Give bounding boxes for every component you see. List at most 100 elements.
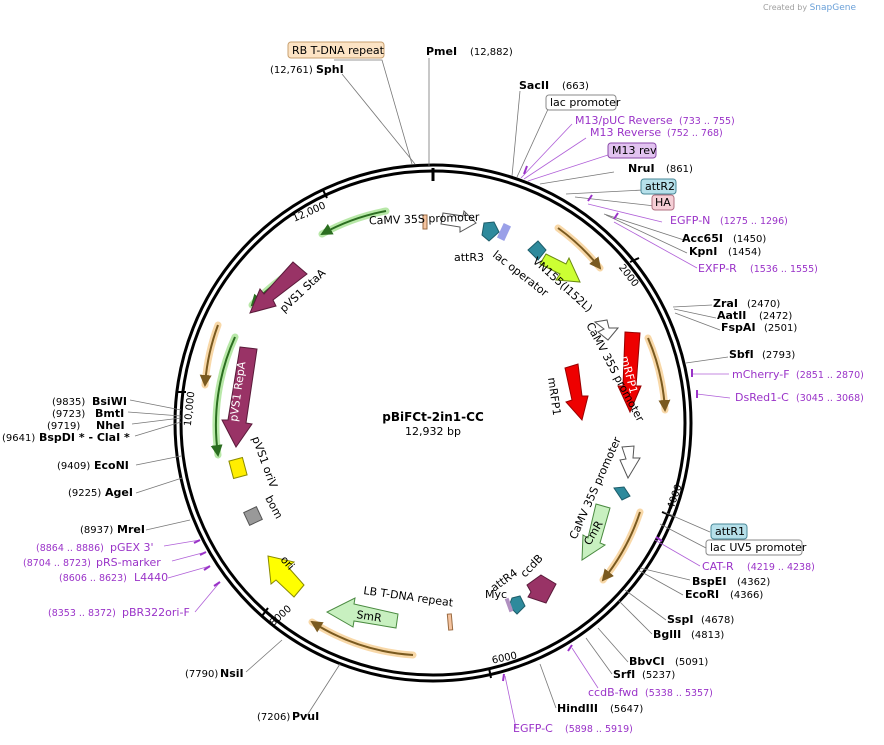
enzyme-bsiwi-pos: (9835) — [52, 397, 85, 408]
pvs1-repa-arrow — [221, 346, 258, 448]
primer-prs-marker-pos: (8704 .. 8723) — [23, 558, 91, 569]
box-attR2 — [640, 178, 677, 195]
lac-promoter-label: lac promoter — [550, 96, 621, 109]
enzyme-pvui-pos: (7206) — [257, 712, 290, 723]
pvs1-staa-arrow — [249, 261, 308, 314]
primer-m13-puc-reverse: M13/pUC Reverse — [575, 114, 673, 127]
primer-dsred1-c-pos: (3045 .. 3068) — [796, 393, 864, 404]
label-camv35s-1: CaMV 35S promoter — [369, 211, 480, 228]
label-smr: SmR — [356, 608, 383, 625]
enzyme-hindiii: HindIII — [557, 702, 598, 715]
box-lac-uv5 — [705, 539, 803, 556]
primer-labels: M13/pUC Reverse (733 .. 755) M13 Reverse… — [23, 114, 864, 735]
enzyme-bspei: BspEI — [692, 575, 726, 588]
mrfp1-arrow-1 — [617, 331, 642, 414]
snapgene-logo: SnapGene — [809, 3, 856, 13]
ha-label: HA — [655, 196, 671, 209]
enzyme-zrai: ZraI — [713, 297, 738, 310]
ori-arrow — [267, 555, 305, 598]
label-attR3: attR3 — [454, 251, 484, 264]
enzyme-nrui: NruI — [628, 162, 655, 175]
enzyme-kpni-pos: (1454) — [728, 247, 761, 258]
camv35s-promoter-arrow-1 — [440, 209, 477, 233]
attR3-shape — [481, 221, 500, 242]
enzyme-nhei: NheI — [96, 419, 125, 432]
enzyme-pmei: PmeI — [426, 45, 457, 58]
enzyme-sbfi: SbfI — [729, 348, 754, 361]
ruler-6000: 6000 — [491, 651, 518, 667]
vn155-arrow — [539, 253, 581, 283]
primer-cat-r-pos: (4219 .. 4238) — [747, 562, 815, 573]
primer-pbr322ori-f-pos: (8353 .. 8372) — [48, 608, 116, 619]
enzyme-sspi: SspI — [667, 613, 693, 626]
bom-shape — [243, 506, 263, 526]
enzyme-nsii: NsiI — [220, 667, 244, 680]
enzyme-nhei-pos: (9719) — [47, 421, 80, 432]
enzyme-ecori: EcoRI — [685, 588, 719, 601]
primer-egfp-n: EGFP-N — [670, 214, 710, 227]
m13-rev-label: M13 rev — [612, 144, 657, 157]
primer-ccdb-fwd-pos: (5338 .. 5357) — [645, 688, 713, 699]
attR2-shape — [527, 240, 547, 261]
lac-operator-shape — [496, 223, 512, 241]
label-lb-tdna-repeat: LB T-DNA repeat — [363, 584, 455, 610]
enzyme-aatii-pos: (2472) — [759, 311, 792, 322]
enzyme-sphi-pos: (12,761) — [270, 65, 313, 76]
enzyme-nsii-pos: (7790) — [185, 669, 218, 680]
primer-egfp-c: EGFP-C — [513, 722, 553, 735]
enzyme-agei: AgeI — [105, 486, 133, 499]
primer-egfp-n-pos: (1275 .. 1296) — [720, 216, 788, 227]
camv35s-promoter-arrow-3 — [619, 445, 641, 480]
mrfp1-arrow-2 — [564, 363, 589, 422]
enzyme-ecori-pos: (4366) — [730, 590, 763, 601]
primer-ticks — [193, 165, 698, 682]
label-pvs1-oriv: pVS1 oriV — [249, 435, 280, 490]
enzyme-mrei: MreI — [117, 523, 145, 536]
enzyme-srfi-pos: (5237) — [642, 670, 675, 681]
ccdb-arrow — [526, 574, 557, 604]
box-rb-tdna-repeat — [287, 41, 385, 59]
enzyme-econi: EcoNI — [94, 459, 129, 472]
snapgene-credit: Created by SnapGene — [763, 3, 856, 13]
enzyme-bbvci-pos: (5091) — [675, 657, 708, 668]
enzyme-mrei-pos: (8937) — [80, 525, 113, 536]
primer-prs-marker: pRS-marker — [96, 556, 161, 569]
rb-tdna-repeat-label: RB T-DNA repeat — [292, 44, 385, 57]
primer-mcherry-f-pos: (2851 .. 2870) — [796, 370, 864, 381]
enzyme-bbvci: BbvCI — [629, 655, 665, 668]
enzyme-bglii: BglII — [653, 628, 681, 641]
box-m13-rev — [607, 142, 657, 159]
label-myc: Myc — [485, 588, 507, 601]
enzyme-sbfi-pos: (2793) — [762, 350, 795, 361]
box-attR1 — [710, 523, 748, 540]
backbone-outer — [173, 163, 693, 683]
primer-pgex3-pos: (8864 .. 8886) — [36, 543, 104, 554]
ruler-4000: 4000 — [666, 483, 685, 511]
enzyme-sspi-pos: (4678) — [701, 615, 734, 626]
enzyme-sphi: SphI — [316, 63, 344, 76]
enzyme-sacii-pos: (663) — [562, 81, 589, 92]
enzyme-zrai-pos: (2470) — [747, 299, 780, 310]
ruler-10000: 10,000 — [183, 391, 198, 427]
leader-lines — [127, 58, 731, 729]
pvs1-oriv-shape — [228, 456, 248, 480]
box-ha — [651, 194, 675, 211]
primer-egfp-c-pos: (5898 .. 5919) — [565, 724, 633, 735]
enzyme-labels: PmeI (12,882) (12,761) SphI SacII (663) … — [2, 45, 797, 723]
myc-shape — [504, 597, 514, 613]
enzyme-fspai-pos: (2501) — [764, 323, 797, 334]
enzyme-srfi: SrfI — [613, 668, 635, 681]
enzyme-kpni: KpnI — [689, 245, 717, 258]
enzyme-bmti: BmtI — [95, 407, 124, 420]
primer-pbr322ori-f: pBR322ori-F — [122, 606, 190, 619]
primer-exfp-r: EXFP-R — [698, 262, 737, 275]
enzyme-agei-pos: (9225) — [68, 488, 101, 499]
primer-m13-reverse-pos: (752 .. 768) — [667, 128, 723, 139]
enzyme-acc65i-pos: (1450) — [733, 234, 766, 245]
credit-prefix: Created by — [763, 3, 808, 12]
attR1-shape — [613, 486, 631, 501]
enzyme-pmei-pos: (12,882) — [470, 47, 513, 58]
primer-dsred1-c: DsRed1-C — [735, 391, 789, 404]
primer-exfp-r-pos: (1536 .. 1555) — [750, 264, 818, 275]
